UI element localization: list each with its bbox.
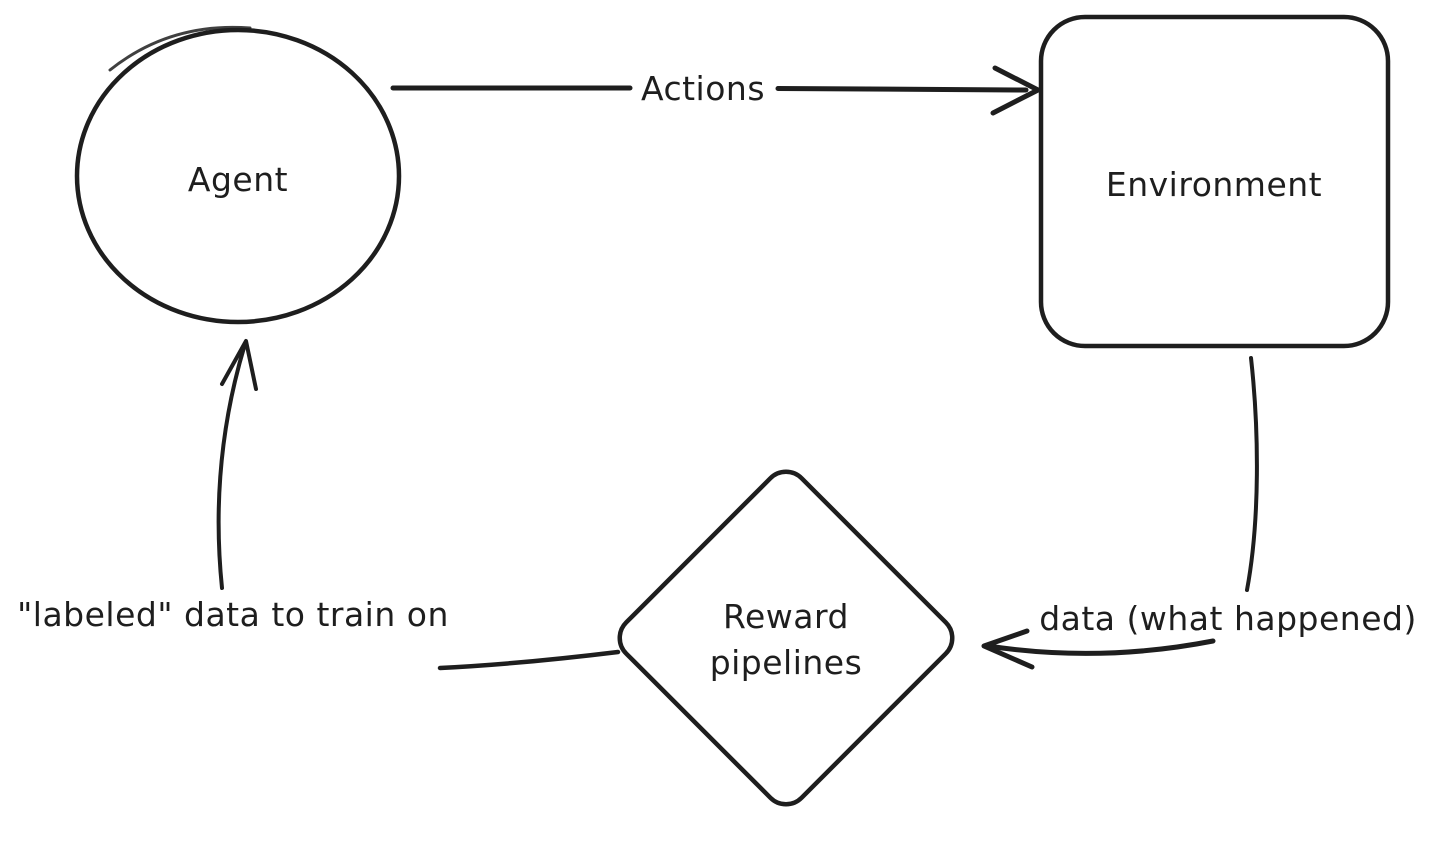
data-feed-edge-label: data (what happened): [1039, 599, 1417, 638]
environment-to-data-connector: [1245, 356, 1259, 592]
agent-node: [74, 25, 402, 325]
data-feed-arrow: [981, 628, 1216, 670]
reward-left-line: [437, 649, 621, 671]
agent-ellipse-sketch-stroke: [108, 25, 252, 72]
environment-down-line: [1245, 356, 1259, 592]
actions-arrow-shaft-right: [775, 86, 1029, 93]
environment-node: [1038, 14, 1391, 349]
environment-rect: [1038, 14, 1391, 349]
labeled-data-arrow-shaft: [216, 342, 247, 590]
actions-edge-label: Actions: [640, 69, 766, 108]
reward-to-label-connector: [437, 649, 621, 671]
data-feed-arrow-shaft: [985, 638, 1216, 656]
agent-node-label: Agent: [187, 160, 289, 199]
actions-arrowhead-icon: [990, 65, 1041, 116]
agent-ellipse: [74, 27, 402, 325]
data-feed-arrowhead-icon: [981, 628, 1035, 670]
labeled-data-arrow: [216, 339, 258, 590]
reward-pipelines-node-label: Reward pipelines: [709, 597, 863, 682]
reward-pipelines-node: [617, 469, 955, 807]
environment-node-label: Environment: [1105, 165, 1323, 204]
labeled-data-edge-label: "labeled" data to train on: [17, 595, 449, 634]
labeled-data-arrowhead-icon: [220, 339, 258, 391]
actions-arrow: [390, 65, 1041, 116]
reward-pipelines-diamond: [617, 469, 955, 807]
